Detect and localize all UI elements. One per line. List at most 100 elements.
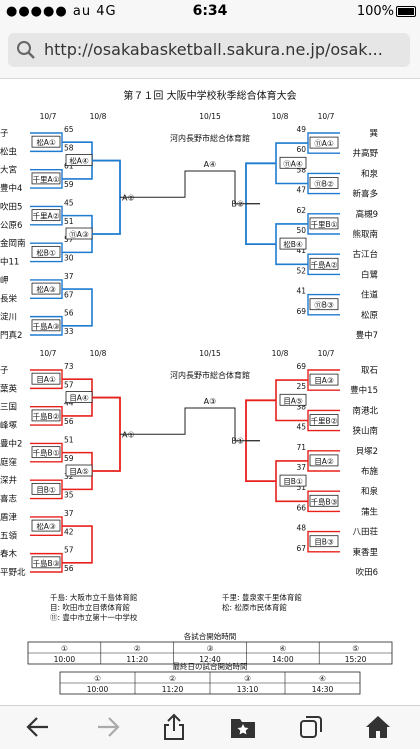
bookmarks-icon[interactable] — [226, 712, 260, 742]
team-name: 吹田6 — [356, 567, 378, 578]
score: 57 — [64, 546, 74, 555]
match-code-box — [309, 217, 339, 230]
score: 48 — [296, 524, 306, 533]
team-name: 五領 — [0, 530, 18, 541]
match-code-box — [279, 237, 307, 250]
team-name: 巽 — [369, 129, 378, 139]
start-times-table-header: ③ — [207, 644, 214, 653]
match-code-box — [309, 257, 339, 270]
team-name: 蒲生 — [361, 506, 379, 517]
score: 67 — [296, 544, 306, 553]
final-day-table-header: ④ — [319, 674, 326, 683]
team-name: 岬 — [0, 276, 9, 286]
team-name: 葉英 — [0, 383, 18, 394]
match-code: 目B① — [36, 485, 56, 494]
score: 51 — [64, 217, 74, 226]
final-label: A④ — [204, 160, 217, 169]
home-icon[interactable] — [361, 712, 395, 742]
score: 65 — [64, 125, 74, 134]
match-code: 目B① — [283, 477, 303, 486]
legend-item: 松: 松原市民体育館 — [222, 602, 287, 612]
team-name: 松虫 — [0, 146, 18, 157]
battery-icon — [396, 6, 416, 17]
start-times-table-header: ⑤ — [352, 644, 359, 653]
final-day-table-time: 10:00 — [87, 685, 109, 694]
match-code: 松B① — [36, 247, 56, 257]
score: 69 — [296, 307, 306, 316]
match-code: ⑪A④ — [283, 159, 303, 168]
match-code: 松B④ — [283, 239, 303, 249]
page-title: 第７１回 大阪中学校秋季総合体育大会 — [123, 89, 296, 102]
match-code-box — [31, 319, 61, 332]
score: 38 — [296, 402, 306, 411]
venue-label: 河内長野市総合体育館 — [170, 370, 250, 380]
match-code-box — [31, 282, 61, 295]
team-name: 金岡南 — [0, 238, 26, 249]
team-name: 東香里 — [352, 547, 378, 558]
team-name: 豊中15 — [350, 385, 378, 396]
match-code: 千里A① — [33, 174, 60, 184]
bracket-line — [307, 293, 340, 316]
date-label: 10/15 — [199, 349, 221, 358]
team-name: 庭窪 — [0, 457, 17, 468]
team-name: 門真2 — [0, 330, 22, 341]
team-name: 和泉 — [361, 168, 379, 179]
match-code: 目B③ — [314, 538, 334, 547]
score: 57 — [64, 235, 74, 244]
team-name: 取石 — [361, 366, 378, 376]
score: 30 — [64, 254, 74, 263]
team-name: 吹田5 — [0, 201, 22, 212]
url-text: http://osakabasketball.sakura.ne.jp/osak… — [44, 40, 383, 59]
bracket-line — [307, 530, 340, 553]
match-code-box — [309, 298, 339, 311]
match-code-box — [31, 245, 61, 258]
team-name: 白鷺 — [361, 269, 379, 280]
score: 51 — [296, 483, 306, 492]
match-code: 目A③ — [314, 376, 334, 385]
team-name: 喜志 — [0, 494, 18, 505]
start-times-table-time: 11:20 — [126, 655, 148, 664]
browser-toolbar — [0, 705, 420, 749]
final-day-table-header: ③ — [244, 674, 251, 683]
match-code: 松A④ — [69, 156, 89, 166]
back-arrow-icon[interactable] — [21, 712, 55, 742]
match-code-box — [31, 209, 61, 222]
forward-arrow-icon[interactable] — [91, 712, 125, 742]
date-label: 10/8 — [272, 349, 289, 358]
match-code: 千里A② — [33, 211, 60, 221]
match-code: ⑪A① — [314, 139, 334, 148]
team-name: 三国 — [0, 403, 17, 413]
team-name: 布施 — [361, 466, 379, 477]
tabs-icon[interactable] — [294, 712, 328, 742]
match-code-box — [31, 135, 61, 148]
battery-text: 100% — [356, 4, 394, 19]
team-name: 中11 — [0, 257, 19, 268]
match-code: 目A⑤ — [69, 467, 89, 476]
score: 57 — [64, 380, 74, 389]
team-name: 深井 — [0, 475, 17, 486]
match-code-box — [309, 454, 339, 467]
match-code: 千里B② — [311, 416, 338, 426]
team-name: 子 — [0, 129, 9, 139]
score: 58 — [296, 165, 306, 174]
start-times-table-time: 14:00 — [272, 655, 294, 664]
team-name: 公原6 — [0, 221, 22, 231]
team-name: 春木 — [0, 549, 18, 560]
match-code-box — [31, 446, 61, 459]
match-code: 松A③ — [36, 284, 56, 294]
score: 44 — [64, 399, 74, 408]
date-label: 10/8 — [90, 112, 107, 121]
match-code: 目A① — [36, 375, 56, 384]
match-code-box — [279, 474, 307, 487]
team-name: 高槻9 — [356, 209, 378, 220]
team-name: 古江台 — [352, 249, 378, 260]
team-name: 淀川 — [0, 312, 17, 323]
match-code: ⑪B③ — [314, 301, 334, 310]
score: 60 — [296, 145, 306, 154]
team-name: 南港北 — [352, 405, 378, 416]
url-field[interactable]: http://osakabasketball.sakura.ne.jp/osak… — [8, 33, 410, 67]
share-icon[interactable] — [157, 712, 191, 742]
start-times-table-time: 15:20 — [345, 655, 367, 664]
